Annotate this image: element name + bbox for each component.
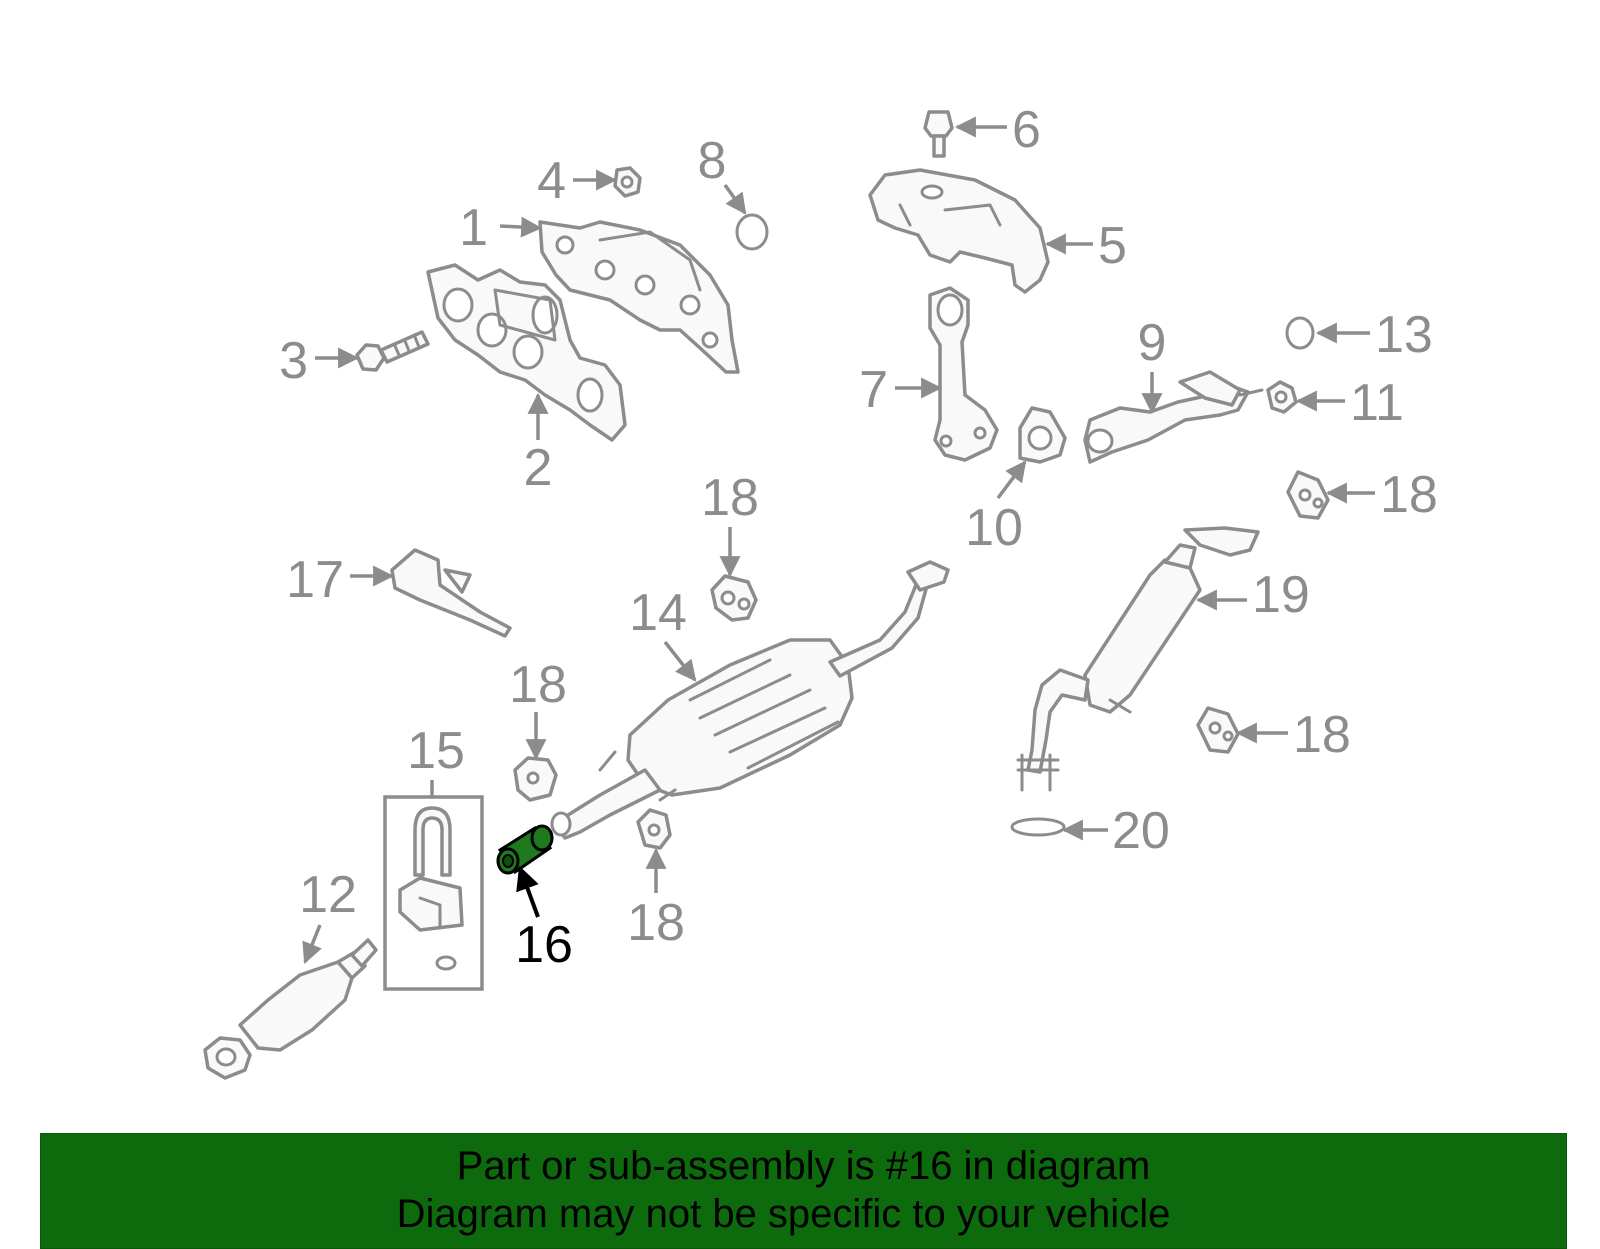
callout-1: 1 — [459, 199, 488, 257]
part-14-muffler-outline — [550, 560, 950, 840]
callout-18b: 18 — [509, 656, 567, 714]
callout-18a: 18 — [701, 469, 759, 527]
part-9-pipe-outline — [1083, 370, 1264, 464]
part-8-ring-outline — [735, 213, 769, 251]
part-20-ring-outline — [1010, 817, 1066, 837]
callout-13: 13 — [1375, 306, 1433, 364]
callout-5: 5 — [1098, 217, 1127, 275]
callout-18e: 18 — [1293, 706, 1351, 764]
callout-17: 17 — [286, 551, 344, 609]
callout-18d: 18 — [1380, 466, 1438, 524]
info-banner: Part or sub-assembly is #16 in diagram D… — [40, 1133, 1567, 1249]
part-15-kit-box — [383, 795, 484, 991]
leader-1 — [499, 216, 543, 238]
callout-19: 19 — [1252, 566, 1310, 624]
callout-8: 8 — [698, 132, 727, 190]
callout-18c: 18 — [627, 894, 685, 952]
part-3-bolt-outline — [355, 330, 430, 372]
part-4-nut-outline — [613, 166, 642, 198]
banner-part-text: Part or sub-assembly is #16 in diagram — [456, 1144, 1151, 1188]
part-11-nut-outline — [1266, 380, 1298, 414]
part-18d-hanger-outline — [1286, 470, 1330, 520]
part-5-heat-shield-outline — [868, 168, 1050, 294]
part-7-front-pipe-outline — [928, 286, 999, 462]
part-18e-hanger-outline — [1196, 706, 1240, 754]
part-13-ring-outline — [1285, 316, 1315, 350]
callout-9: 9 — [1138, 314, 1167, 372]
part-19-rear-muffler-outline — [1016, 526, 1260, 792]
callout-10: 10 — [965, 499, 1023, 557]
part-12-converter-outline — [203, 938, 378, 1080]
part-18c-hanger-outline — [636, 808, 672, 850]
leader-8 — [723, 183, 747, 215]
callout-20: 20 — [1112, 802, 1170, 860]
callout-12: 12 — [299, 866, 357, 924]
part-17-bracket-outline — [390, 548, 512, 638]
callout-11: 11 — [1350, 374, 1404, 432]
part-10-flange-gasket-outline — [1018, 406, 1067, 464]
callout-15: 15 — [407, 722, 465, 780]
callout-6: 6 — [1012, 101, 1041, 159]
callout-14: 14 — [629, 584, 687, 642]
leader-16[interactable] — [516, 865, 540, 918]
part-1-heat-shield-outline — [538, 220, 740, 374]
callout-16[interactable]: 16 — [515, 916, 573, 974]
leader-14 — [663, 640, 697, 682]
part-6-bolt-outline — [923, 110, 954, 158]
part-18a-hanger-outline — [710, 574, 758, 622]
leader-12 — [302, 924, 322, 964]
part-18b-hanger-outline — [513, 756, 558, 802]
callout-4: 4 — [537, 152, 566, 210]
part-16-sleeve-highlighted — [496, 824, 554, 875]
banner-disclaimer-text: Diagram may not be specific to your vehi… — [396, 1192, 1171, 1236]
callout-2: 2 — [524, 439, 553, 497]
part-2-manifold-gasket-outline — [426, 263, 627, 442]
callout-3: 3 — [279, 332, 308, 390]
callout-7: 7 — [859, 361, 888, 419]
leader-10 — [996, 460, 1027, 500]
